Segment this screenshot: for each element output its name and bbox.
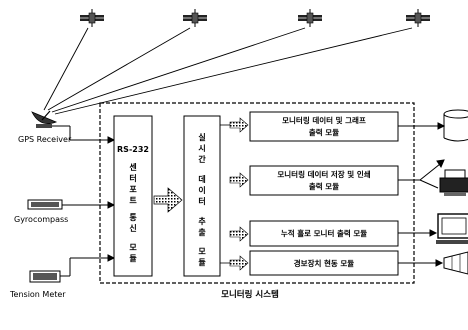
gyrocompass-device-icon [28, 200, 62, 209]
realtime-char: 이 [198, 185, 205, 195]
rs232-char: 포 [129, 185, 137, 194]
output-module-line1: 모니터링 데이터 및 그래프 [282, 115, 366, 125]
extraction-to-output-arrow [230, 227, 248, 241]
realtime-char: 간 [198, 154, 206, 164]
realtime-char: 듈 [198, 258, 206, 267]
tension-meter-device-icon [30, 271, 60, 282]
printer-icon [440, 170, 468, 196]
satellite-icon [406, 9, 430, 27]
extraction-to-output-arrow [230, 173, 248, 187]
output-module: 누적 흘로 모니터 출력 모듈 [250, 221, 398, 246]
realtime-char: 실 [198, 132, 205, 142]
tension-meter-label: Tension Meter [9, 290, 66, 299]
extraction-to-output-arrow [230, 118, 248, 132]
output-module: 모니터링 데이터 및 그래프 출력 모듈 [250, 112, 398, 141]
output-module: 모니터링 데이터 저장 및 인쇄 출력 모듈 [250, 166, 398, 195]
realtime-char: 추 [198, 216, 206, 226]
rs232-char: 듈 [129, 254, 137, 263]
gyrocompass-label: Gyrocompass [14, 215, 68, 224]
rs232-to-extraction-arrow [154, 188, 182, 212]
realtime-char: 데 [198, 174, 205, 184]
rs232-char: 신 [129, 223, 136, 233]
output-module-line1: 경보장치 현동 모듈 [294, 258, 355, 268]
rs232-title: RS-232 [117, 145, 149, 154]
rs232-char: 모 [129, 243, 137, 252]
gps-receiver-label: GPS Receiver [18, 135, 72, 144]
output-module-line2: 출력 모듈 [309, 127, 339, 137]
satellite-icon [298, 9, 322, 27]
output-module-line1: 모니터링 데이터 저장 및 인쇄 [277, 169, 370, 179]
realtime-vertical-label: 실 시 간 데 이 터 추 출 모 듈 [198, 132, 206, 267]
realtime-char: 터 [198, 196, 205, 206]
output-module: 경보장치 현동 모듈 [250, 251, 398, 275]
system-caption: 모니터링 시스템 [221, 289, 279, 300]
monitor-icon [436, 214, 468, 244]
satellite-dish-icon [32, 111, 56, 128]
realtime-char: 출 [198, 227, 206, 237]
realtime-char: 모 [198, 247, 206, 256]
output-module-line1: 누적 흘로 모니터 출력 모듈 [281, 228, 367, 238]
realtime-char: 시 [198, 144, 205, 153]
rs232-vertical-label: 센 터 포 트 통 신 모 듈 [129, 162, 137, 263]
output-connectors [398, 123, 444, 266]
database-icon [444, 110, 468, 141]
rs232-char: 터 [129, 173, 136, 183]
rs232-char: 센 [129, 162, 136, 172]
satellite-signal-lines [44, 28, 412, 114]
satellite-icon [80, 9, 104, 27]
rs232-char: 트 [129, 196, 137, 205]
satellite-icon [183, 9, 207, 27]
output-module-line2: 출력 모듈 [309, 181, 339, 191]
alarm-horn-icon [444, 252, 468, 274]
rs232-char: 통 [129, 212, 137, 222]
extraction-to-output-arrow [230, 256, 248, 270]
